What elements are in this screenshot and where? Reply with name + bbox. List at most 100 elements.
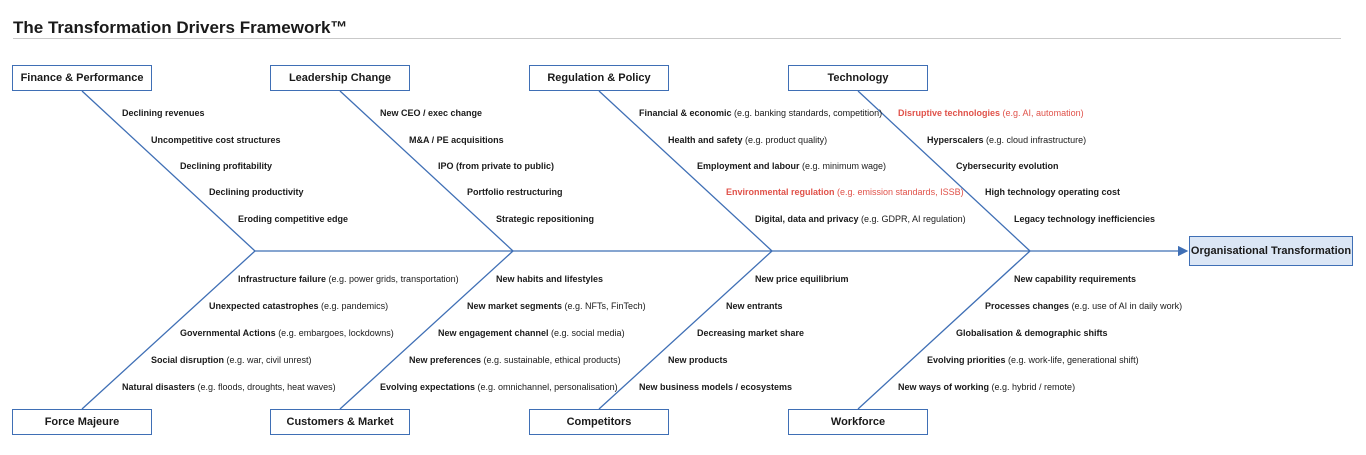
driver-example: (e.g. pandemics) <box>318 301 389 311</box>
driver-example: (e.g. use of AI in daily work) <box>1069 301 1183 311</box>
driver-item: New ways of working (e.g. hybrid / remot… <box>898 381 1075 393</box>
driver-item: New CEO / exec change <box>380 107 482 119</box>
bone-line <box>857 90 1031 252</box>
driver-example: (e.g. floods, droughts, heat waves) <box>195 382 336 392</box>
driver-item: Unexpected catastrophes (e.g. pandemics) <box>209 300 388 312</box>
category-label: Customers & Market <box>286 416 394 428</box>
driver-name: Financial & economic <box>639 108 732 118</box>
driver-name: Social disruption <box>151 355 225 365</box>
driver-example: (e.g. sustainable, ethical products) <box>481 355 621 365</box>
driver-item: Environmental regulation (e.g. emission … <box>726 186 964 198</box>
driver-example: (e.g. emission standards, ISSB) <box>834 187 964 197</box>
bone-line <box>598 250 773 410</box>
driver-item: New capability requirements <box>1014 273 1136 285</box>
driver-name: Unexpected catastrophes <box>209 301 319 311</box>
title-divider <box>13 38 1341 39</box>
bone-line <box>598 90 773 252</box>
driver-name: Portfolio restructuring <box>467 187 563 197</box>
page-title: The Transformation Drivers Framework™ <box>13 18 348 37</box>
driver-item: Decreasing market share <box>697 327 804 339</box>
category-box-workforce: Workforce <box>788 409 928 435</box>
driver-item: Uncompetitive cost structures <box>151 134 281 146</box>
driver-name: New CEO / exec change <box>380 108 483 118</box>
driver-name: New engagement channel <box>438 328 549 338</box>
driver-example: (e.g. AI, automation) <box>1000 108 1084 118</box>
category-label: Technology <box>827 72 889 84</box>
driver-item: New habits and lifestyles <box>496 273 603 285</box>
driver-example: (e.g. power grids, transportation) <box>326 274 459 284</box>
driver-name: Disruptive technologies <box>898 108 1001 118</box>
driver-item: Digital, data and privacy (e.g. GDPR, AI… <box>755 213 966 225</box>
driver-name: M&A / PE acquisitions <box>409 135 504 145</box>
driver-name: Health and safety <box>668 135 743 145</box>
category-box-leadership-change: Leadership Change <box>270 65 410 91</box>
category-label: Leadership Change <box>288 72 392 84</box>
driver-item: Globalisation & demographic shifts <box>956 327 1108 339</box>
driver-name: New products <box>668 355 728 365</box>
driver-name: New capability requirements <box>1014 274 1137 284</box>
driver-item: New business models / ecosystems <box>639 381 792 393</box>
driver-name: Evolving expectations <box>380 382 476 392</box>
category-label: Competitors <box>566 416 632 428</box>
driver-item: Strategic repositioning <box>496 213 594 225</box>
category-box-regulation-policy: Regulation & Policy <box>529 65 669 91</box>
driver-item: Cybersecurity evolution <box>956 160 1059 172</box>
driver-item: Portfolio restructuring <box>467 186 563 198</box>
driver-name: Environmental regulation <box>726 187 835 197</box>
driver-example: (e.g. omnichannel, personalisation) <box>475 382 618 392</box>
category-label: Regulation & Policy <box>547 72 651 84</box>
bone-line <box>339 250 514 410</box>
outcome-label: Organisational Transformation <box>1190 245 1352 257</box>
driver-item: New price equilibrium <box>755 273 849 285</box>
bone-line <box>81 90 256 252</box>
category-box-force-majeure: Force Majeure <box>12 409 152 435</box>
driver-name: New entrants <box>726 301 783 311</box>
driver-item: New preferences (e.g. sustainable, ethic… <box>409 354 621 366</box>
driver-name: Cybersecurity evolution <box>956 161 1059 171</box>
driver-item: Evolving priorities (e.g. work-life, gen… <box>927 354 1139 366</box>
driver-item: New engagement channel (e.g. social medi… <box>438 327 625 339</box>
driver-name: New habits and lifestyles <box>496 274 604 284</box>
category-label: Workforce <box>830 416 886 428</box>
category-box-competitors: Competitors <box>529 409 669 435</box>
driver-item: Processes changes (e.g. use of AI in dai… <box>985 300 1182 312</box>
driver-name: Legacy technology inefficiencies <box>1014 214 1156 224</box>
driver-example: (e.g. cloud infrastructure) <box>983 135 1087 145</box>
driver-name: Evolving priorities <box>927 355 1006 365</box>
driver-item: Legacy technology inefficiencies <box>1014 213 1155 225</box>
driver-example: (e.g. banking standards, competition) <box>731 108 883 118</box>
driver-example: (e.g. embargoes, lockdowns) <box>275 328 394 338</box>
driver-item: Declining revenues <box>122 107 205 119</box>
driver-example: (e.g. minimum wage) <box>799 161 887 171</box>
driver-item: Governmental Actions (e.g. embargoes, lo… <box>180 327 394 339</box>
bone-line <box>81 250 256 410</box>
driver-item: Declining profitability <box>180 160 272 172</box>
driver-name: New price equilibrium <box>755 274 849 284</box>
driver-item: Employment and labour (e.g. minimum wage… <box>697 160 886 172</box>
driver-name: New market segments <box>467 301 563 311</box>
category-label: Finance & Performance <box>20 72 144 84</box>
driver-name: Processes changes <box>985 301 1070 311</box>
driver-item: Health and safety (e.g. product quality) <box>668 134 827 146</box>
category-box-finance-performance: Finance & Performance <box>12 65 152 91</box>
driver-item: Social disruption (e.g. war, civil unres… <box>151 354 312 366</box>
driver-name: New ways of working <box>898 382 990 392</box>
driver-example: (e.g. hybrid / remote) <box>989 382 1076 392</box>
driver-item: Financial & economic (e.g. banking stand… <box>639 107 882 119</box>
driver-item: New products <box>668 354 728 366</box>
driver-item: Disruptive technologies (e.g. AI, automa… <box>898 107 1084 119</box>
driver-name: Declining revenues <box>122 108 205 118</box>
driver-name: Eroding competitive edge <box>238 214 349 224</box>
driver-example: (e.g. GDPR, AI regulation) <box>858 214 966 224</box>
driver-item: High technology operating cost <box>985 186 1120 198</box>
driver-name: Declining productivity <box>209 187 304 197</box>
driver-item: Hyperscalers (e.g. cloud infrastructure) <box>927 134 1086 146</box>
driver-item: New entrants <box>726 300 783 312</box>
driver-item: New market segments (e.g. NFTs, FinTech) <box>467 300 646 312</box>
driver-item: Eroding competitive edge <box>238 213 348 225</box>
driver-item: Declining productivity <box>209 186 304 198</box>
driver-name: New preferences <box>409 355 482 365</box>
driver-item: M&A / PE acquisitions <box>409 134 504 146</box>
driver-item: Infrastructure failure (e.g. power grids… <box>238 273 459 285</box>
